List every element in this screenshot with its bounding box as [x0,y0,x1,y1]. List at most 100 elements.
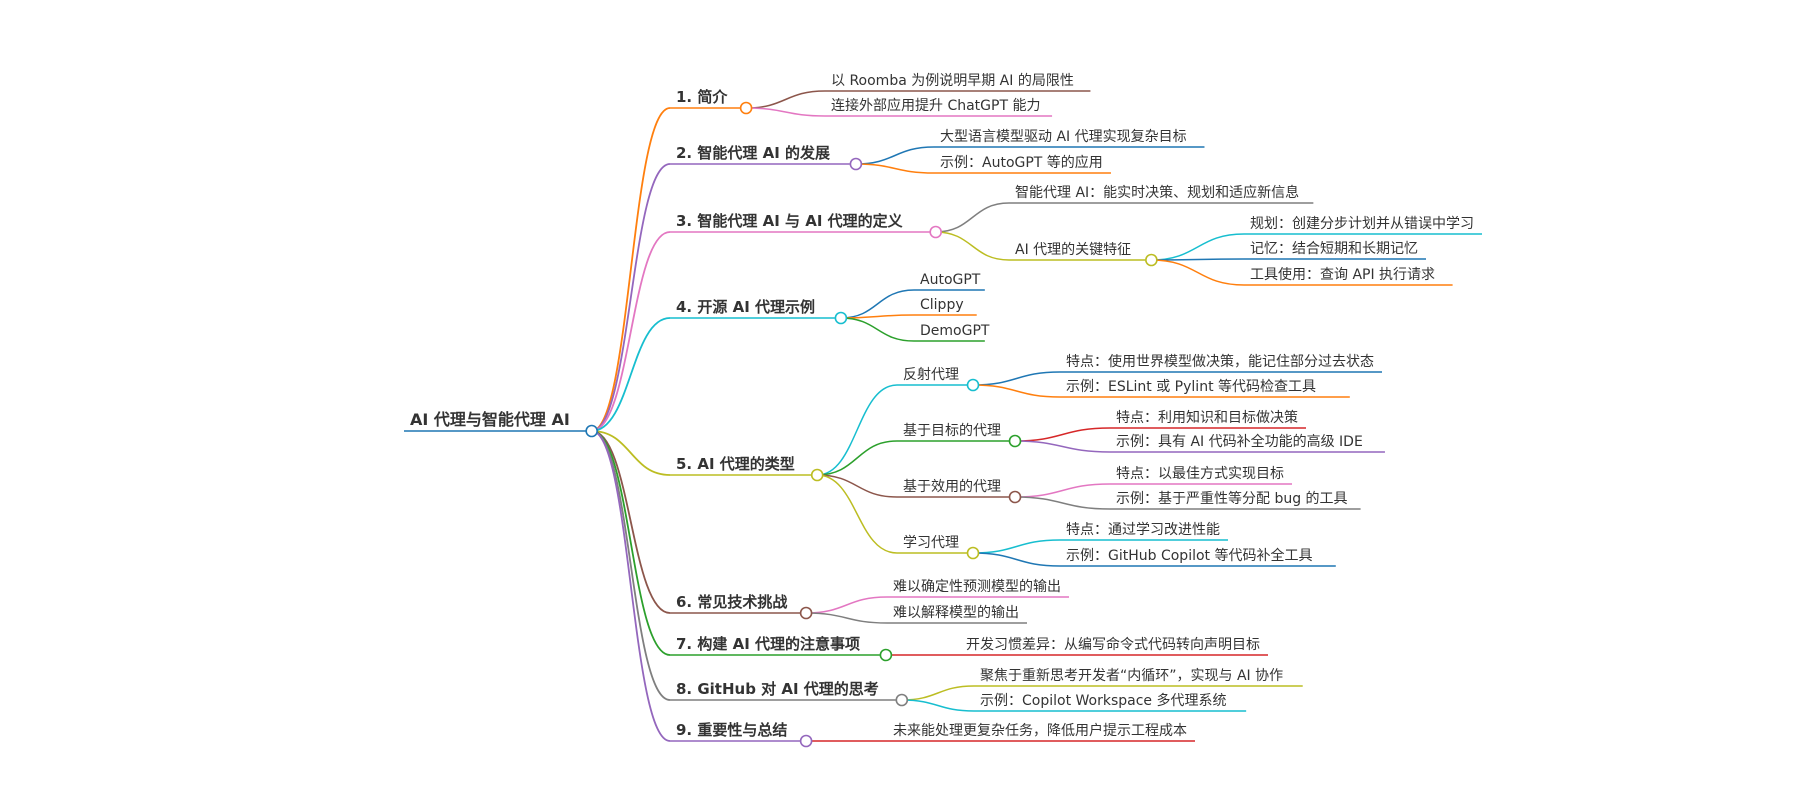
edge-branch-5-item-2-sub-1 [1014,427,1111,442]
branch-6[interactable]: 6. 常见技术挑战 [670,593,801,614]
branch-3-item-2-toggle[interactable] [1145,253,1158,267]
branch-5-item-3-sub-2[interactable]: 示例：基于严重性等分配 bug 的工具 [1110,490,1361,510]
branch-4-item-3[interactable]: DemoGPT [914,323,990,342]
branch-9-item-1-label: 未来能处理更复杂任务，降低用户提示工程成本 [893,722,1187,739]
root-topic-label: AI 代理与智能代理 AI [410,410,570,429]
branch-4-item-2[interactable]: Clippy [914,297,977,316]
branch-5-item-1-sub-1[interactable]: 特点：使用世界模型做决策，能记住部分过去状态 [1060,353,1382,373]
edge-branch-9 [591,430,671,742]
branch-8[interactable]: 8. GitHub 对 AI 代理的思考 [670,680,896,701]
branch-5-item-1-toggle[interactable] [966,378,980,392]
branch-3-item-1[interactable]: 智能代理 AI：能实时决策、规划和适应新信息 [1009,184,1314,204]
branch-5-item-4[interactable]: 学习代理 [897,535,967,554]
branch-8-item-2[interactable]: 示例：Copilot Workspace 多代理系统 [974,692,1247,712]
branch-5-item-3-sub-1[interactable]: 特点：以最佳方式实现目标 [1110,466,1292,485]
branch-2-item-2[interactable]: 示例：AutoGPT 等的应用 [934,154,1111,174]
branch-7-label: 7. 构建 AI 代理的注意事项 [676,635,860,653]
branch-4[interactable]: 4. 开源 AI 代理示例 [670,298,835,319]
edge-branch-6-item-2 [806,612,888,624]
edge-branch-4-item-1 [840,289,915,319]
edge-branch-3-item-2-sub-1 [1151,233,1245,261]
branch-9-toggle[interactable] [799,734,813,748]
branch-1-item-1-label: 以 Roomba 为例说明早期 AI 的局限性 [831,73,1074,89]
edge-branch-5-item-3-sub-2 [1014,496,1111,510]
branch-3[interactable]: 3. 智能代理 AI 与 AI 代理的定义 [670,212,930,233]
branch-1[interactable]: 1. 简介 [670,88,741,109]
branch-5-item-4-label: 学习代理 [903,535,959,551]
branch-3-item-2-sub-2[interactable]: 记忆：结合短期和长期记忆 [1244,241,1426,260]
branch-3-item-2-sub-2-label: 记忆：结合短期和长期记忆 [1250,241,1418,257]
branch-5-item-4-sub-1[interactable]: 特点：通过学习改进性能 [1060,522,1228,541]
branch-5-item-2-sub-2[interactable]: 示例：具有 AI 代码补全功能的高级 IDE [1110,433,1385,453]
branch-7-item-1-label: 开发习惯差异：从编写命令式代码转向声明目标 [966,636,1260,653]
branch-2[interactable]: 2. 智能代理 AI 的发展 [670,144,850,165]
branch-3-item-2-sub-3[interactable]: 工具使用：查询 API 执行请求 [1244,266,1453,286]
branch-6-item-1[interactable]: 难以确定性预测模型的输出 [887,579,1069,598]
edge-branch-5 [591,430,671,476]
branch-6-item-1-label: 难以确定性预测模型的输出 [893,579,1061,595]
edge-branch-8-item-2 [901,699,975,712]
branch-2-item-1-label: 大型语言模型驱动 AI 代理实现复杂目标 [940,128,1187,145]
branch-1-item-2[interactable]: 连接外部应用提升 ChatGPT 能力 [825,97,1053,117]
branch-6-toggle[interactable] [799,606,813,620]
edge-branch-5-item-1-sub-2 [972,384,1061,398]
branch-2-label: 2. 智能代理 AI 的发展 [676,144,830,162]
branch-5-toggle[interactable] [810,468,824,482]
edge-branch-8-item-1 [901,685,975,701]
branch-3-item-1-label: 智能代理 AI：能实时决策、规划和适应新信息 [1015,184,1299,201]
branch-5-item-2-sub-1[interactable]: 特点：利用知识和目标做决策 [1110,409,1306,429]
branch-5-item-4-sub-2[interactable]: 示例：GitHub Copilot 等代码补全工具 [1060,547,1336,567]
branch-5[interactable]: 5. AI 代理的类型 [670,455,812,476]
branch-3-label: 3. 智能代理 AI 与 AI 代理的定义 [676,212,903,230]
branch-5-label: 5. AI 代理的类型 [676,455,795,473]
branch-9[interactable]: 9. 重要性与总结 [670,721,801,742]
branch-1-item-1[interactable]: 以 Roomba 为例说明早期 AI 的局限性 [825,73,1091,92]
branch-2-toggle[interactable] [849,157,863,171]
branch-6-label: 6. 常见技术挑战 [676,593,787,611]
branch-7-item-1[interactable]: 开发习惯差异：从编写命令式代码转向声明目标 [960,636,1268,656]
branch-8-item-2-label: 示例：Copilot Workspace 多代理系统 [980,692,1226,709]
root-toggle[interactable] [585,424,598,438]
branch-5-item-2[interactable]: 基于目标的代理 [897,422,1009,442]
edge-branch-5-item-3-sub-1 [1014,483,1111,498]
branch-3-item-2-sub-1[interactable]: 规划：创建分步计划并从错误中学习 [1244,216,1482,235]
branch-5-item-4-toggle[interactable] [966,546,980,560]
branch-9-item-1[interactable]: 未来能处理更复杂任务，降低用户提示工程成本 [887,722,1195,742]
branch-4-toggle[interactable] [834,311,848,325]
branch-8-item-1[interactable]: 聚焦于重新思考开发者“内循环”，实现与 AI 协作 [974,668,1303,687]
branch-8-toggle[interactable] [895,693,909,707]
branch-4-item-1-label: AutoGPT [920,272,981,288]
branch-1-toggle[interactable] [739,101,753,115]
edge-branch-5-item-2 [817,440,898,476]
branch-5-item-4-sub-1-label: 特点：通过学习改进性能 [1066,522,1220,538]
branch-5-item-3-toggle[interactable] [1008,490,1022,504]
edge-branch-3 [591,231,671,432]
branch-2-item-1[interactable]: 大型语言模型驱动 AI 代理实现复杂目标 [934,128,1205,148]
edge-branch-6-item-1 [806,596,888,614]
branch-6-item-2[interactable]: 难以解释模型的输出 [887,605,1027,624]
branch-5-item-1-sub-2[interactable]: 示例：ESLint 或 Pylint 等代码检查工具 [1060,378,1350,398]
branch-5-item-2-toggle[interactable] [1008,434,1022,448]
edge-branch-5-item-3 [817,474,898,498]
mind-map-nodes: AI 代理与智能代理 AI 1. 简介 以 Roomba 为例说明早期 AI 的局限… [404,73,1482,748]
branch-7-toggle[interactable] [879,648,893,662]
branch-4-item-3-label: DemoGPT [920,323,990,339]
edge-branch-1-item-1 [746,90,826,109]
branch-5-item-3-sub-1-label: 特点：以最佳方式实现目标 [1116,466,1284,482]
branch-3-item-2[interactable]: AI 代理的关键特征 [1009,242,1146,261]
edge-branch-1 [591,107,671,432]
branch-5-item-3[interactable]: 基于效用的代理 [897,478,1009,498]
root-topic[interactable]: AI 代理与智能代理 AI [404,410,586,432]
edge-branch-5-item-1-sub-1 [972,371,1061,386]
branch-5-item-1[interactable]: 反射代理 [897,367,967,386]
branch-5-item-3-label: 基于效用的代理 [903,478,1001,495]
branch-7[interactable]: 7. 构建 AI 代理的注意事项 [670,635,880,656]
branch-3-item-2-sub-1-label: 规划：创建分步计划并从错误中学习 [1250,216,1474,232]
branch-8-label: 8. GitHub 对 AI 代理的思考 [676,680,879,698]
branch-4-item-2-label: Clippy [920,297,964,313]
branch-5-item-1-label: 反射代理 [903,367,959,383]
branch-9-label: 9. 重要性与总结 [676,721,787,739]
branch-5-item-4-sub-2-label: 示例：GitHub Copilot 等代码补全工具 [1066,547,1312,564]
branch-3-toggle[interactable] [929,225,943,239]
branch-4-item-1[interactable]: AutoGPT [914,272,985,291]
